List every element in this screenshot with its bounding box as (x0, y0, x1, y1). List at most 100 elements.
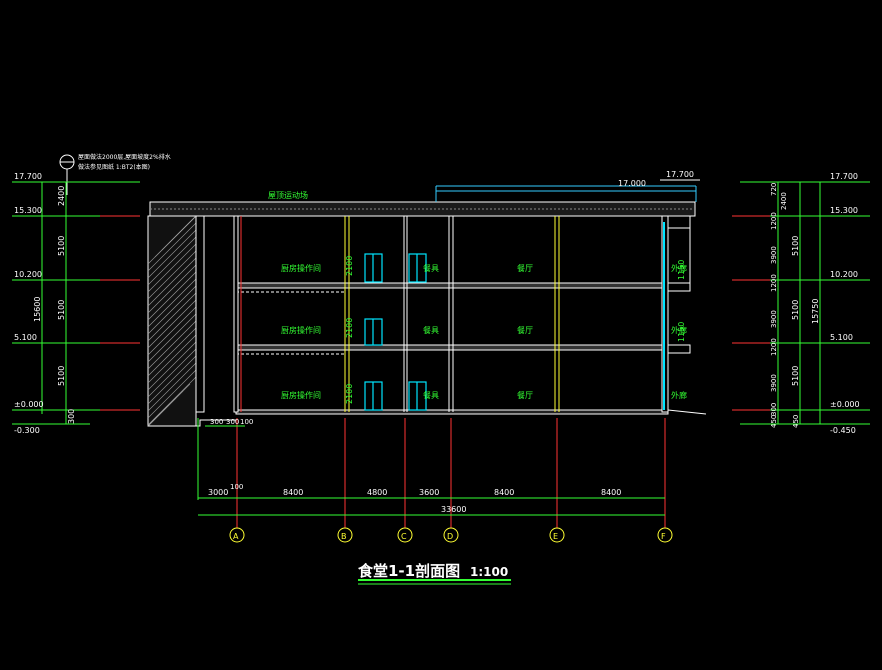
left-elev-neg: -0.300 (14, 426, 40, 435)
wall-hatch-line (147, 348, 197, 398)
axis-bubbles: A B C D E F (229, 527, 673, 543)
bottom-first-300-b: 300 (226, 418, 239, 426)
right-elev-10200: 10.200 (830, 270, 858, 279)
right-elev-17700: 17.700 (830, 172, 858, 181)
wall-hatch-line (147, 383, 191, 427)
right-dim-outer-5100-c: 5100 (791, 366, 800, 386)
wall-hatch-line (147, 327, 197, 377)
room-label-kitchen-1: 厨房操作间 (281, 390, 321, 400)
room-label-corridor-1: 外廊 (671, 390, 687, 400)
roof-elevation-markers: 17.700 17.000 (618, 170, 700, 188)
wall-hatch-line (147, 292, 197, 342)
right-dim-outer-5100-a: 5100 (791, 236, 800, 256)
bottom-span-100: 100 (230, 483, 243, 491)
room-label-tableware-2: 餐具 (423, 326, 439, 335)
left-elev-5100: 5.100 (14, 333, 37, 342)
right-dim-inner-3900-a: 3900 (770, 246, 778, 264)
wall-hatch-line (147, 250, 197, 300)
wall-hatch-line (147, 369, 197, 419)
bottom-span-8400-b: 8400 (494, 488, 514, 497)
ground-slab (235, 409, 669, 415)
roof-label: 屋顶运动场 (268, 190, 308, 200)
left-dim-total: 15600 (33, 297, 42, 322)
roof-parapet (435, 185, 697, 202)
room-label-kitchen-2: 厨房操作间 (281, 325, 321, 335)
right-dim-inner-1200-a: 1200 (770, 212, 778, 230)
left-elev-0: ±0.000 (14, 400, 44, 409)
retaining-wall (147, 215, 197, 427)
right-dim-inner-1200-c: 1200 (770, 338, 778, 356)
right-dim-inner-2400: 2400 (780, 192, 788, 210)
left-elev-15300: 15.300 (14, 206, 42, 215)
right-dim-inner-1200-b: 1200 (770, 274, 778, 292)
axis-label-d: D (447, 532, 453, 541)
window-tag-3: 1150 (677, 260, 686, 280)
wall-hatch-line (147, 271, 197, 321)
axis-label-a: A (233, 532, 239, 541)
room-label-dining-1: 餐厅 (517, 391, 533, 400)
right-dim-outer-5100-b: 5100 (791, 300, 800, 320)
doors (364, 222, 665, 411)
wall-hatch-line (147, 222, 197, 272)
wall-hatch-line (147, 355, 197, 405)
drawing-title: 食堂1-1剖面图 1:100 (358, 562, 511, 585)
wall-hatch-line (147, 285, 197, 335)
wall-hatch-line (147, 362, 197, 412)
left-elev-17700: 17.700 (14, 172, 42, 181)
room-label-tableware-1: 餐具 (423, 391, 439, 400)
roof-note-line-2: 做法参见图纸 1:BT2(本图) (78, 163, 150, 171)
floor-slab-3 (235, 282, 669, 289)
wall-hatch-line (147, 264, 197, 314)
bottom-first-100: 100 (240, 418, 253, 426)
door-height-3: 2100 (345, 256, 354, 276)
right-elev-neg: -0.450 (830, 426, 856, 435)
room-label-kitchen-3: 厨房操作间 (281, 263, 321, 273)
axis-label-c: C (401, 532, 407, 541)
right-dim-inner-450: 450 (770, 415, 778, 428)
right-dim-inner-3900-c: 3900 (770, 374, 778, 392)
wall-hatch-line (147, 229, 197, 279)
floor-slab-2 (235, 344, 669, 351)
wall-hatch-line (147, 320, 197, 370)
room-label-corridor-3: 外廊 (671, 263, 687, 273)
wall-hatch-line (147, 313, 197, 363)
bottom-span-8400-c: 8400 (601, 488, 621, 497)
wall-hatch-line (147, 278, 197, 328)
roof-note: 屋面做法2000层,屋面坡度2%排水 做法参见图纸 1:BT2(本图) (59, 153, 171, 195)
wall-hatch-line (147, 341, 197, 391)
left-dim-300: 300 (67, 409, 76, 424)
axis-label-b: B (341, 532, 347, 541)
window-tag-2: 1150 (677, 322, 686, 342)
bottom-dims: 300 300 100 3000 100 8400 4800 3600 8400… (198, 418, 665, 516)
roof-parapet-elev: 17.000 (618, 179, 646, 188)
left-dim-5100-a: 5100 (57, 236, 66, 256)
right-elev-5100: 5.100 (830, 333, 853, 342)
wall-hatch-line (189, 215, 197, 223)
right-dim-outer-450: 450 (792, 415, 800, 428)
title-text: 食堂1-1剖面图 (358, 562, 460, 580)
wall-hatch-line (147, 376, 197, 426)
wall-hatch-line (147, 257, 197, 307)
bottom-span-8400-a: 8400 (283, 488, 303, 497)
axis-label-e: E (553, 532, 558, 541)
room-label-dining-3: 餐厅 (517, 264, 533, 273)
right-elev-15300: 15.300 (830, 206, 858, 215)
right-dim-inner-300: 300 (770, 403, 778, 416)
right-dim-inner-720: 720 (770, 183, 778, 196)
room-label-corridor-2: 外廊 (671, 325, 687, 335)
left-dim-2400: 2400 (57, 186, 66, 206)
building-structure (147, 185, 707, 427)
axis-lines (197, 418, 666, 528)
room-label-tableware-3: 餐具 (423, 264, 439, 273)
bottom-total: 33600 (441, 505, 466, 514)
left-elevation-dims: 17.700 15.300 10.200 5.100 ±0.000 -0.300… (12, 172, 140, 435)
right-elev-0: ±0.000 (830, 400, 860, 409)
roof-note-line-1: 屋面做法2000层,屋面坡度2%排水 (78, 153, 171, 161)
bottom-span-4800: 4800 (367, 488, 387, 497)
wall-hatch-line (147, 243, 197, 293)
wall-hatch-line (147, 299, 197, 349)
door-height-2: 2100 (345, 318, 354, 338)
room-label-dining-2: 餐厅 (517, 326, 533, 335)
right-dim-total: 15750 (811, 299, 820, 324)
